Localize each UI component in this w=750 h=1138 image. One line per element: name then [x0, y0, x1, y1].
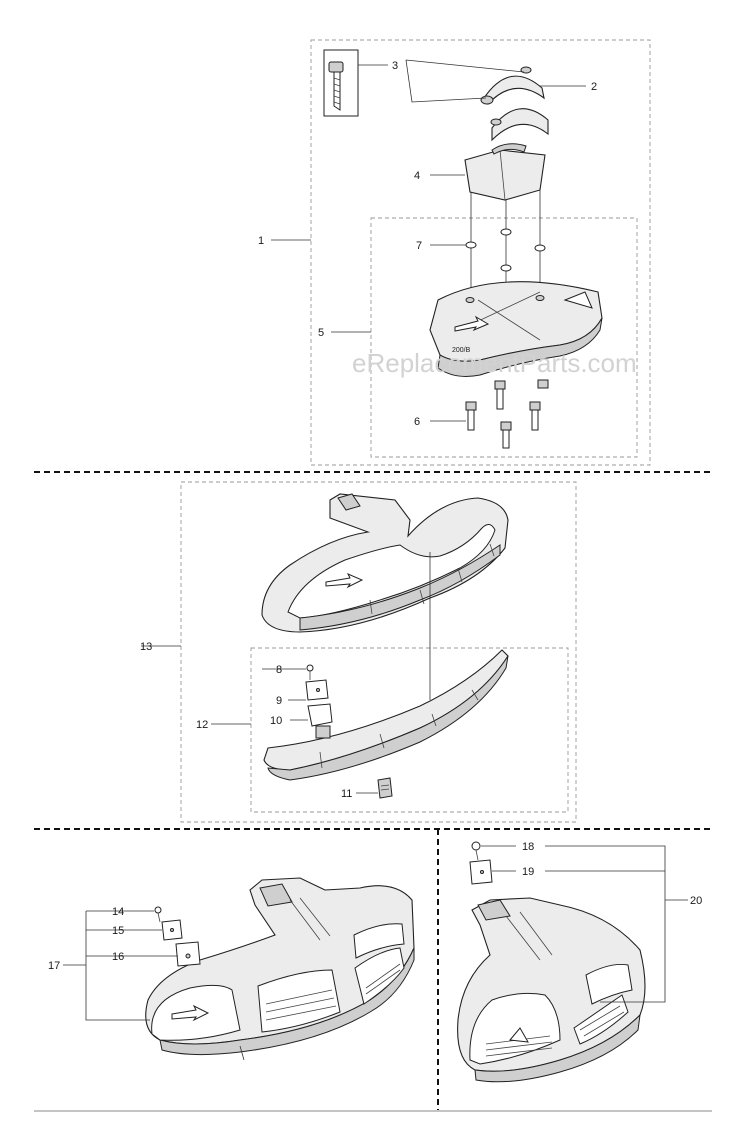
group-box-1 [310, 39, 651, 466]
callout-2: 2 [591, 81, 597, 93]
section-guard-mount: 200/B 3 2 4 1 7 5 6 [258, 39, 651, 466]
group-box-5 [370, 217, 638, 458]
callout-10: 10 [270, 715, 282, 727]
section-guard-kit-left: 14 15 16 17 [48, 877, 415, 1061]
screw-part [154, 906, 162, 923]
callout-15: 15 [112, 925, 124, 937]
callout-20: 20 [690, 895, 702, 907]
callout-17: 17 [48, 960, 60, 972]
clip-part [377, 777, 393, 799]
callout-7: 7 [416, 240, 422, 252]
plate-part [161, 919, 183, 941]
screw-part [471, 841, 481, 861]
callout-18: 18 [522, 841, 534, 853]
guard-part [457, 897, 646, 1083]
callout-4: 4 [414, 170, 420, 182]
callout-8: 8 [276, 664, 282, 676]
section-guard-kit-right: 18 19 20 [457, 841, 702, 1083]
guard-part: 200/B [429, 281, 603, 377]
callout-9: 9 [276, 695, 282, 707]
bolt-part [323, 49, 359, 117]
guard-part [145, 877, 415, 1056]
callout-5: 5 [318, 327, 324, 339]
guard-imprint: 200/B [452, 347, 471, 354]
cutter-part [307, 703, 333, 739]
callout-3: 3 [392, 60, 398, 72]
clamp-part [480, 66, 549, 142]
callout-16: 16 [112, 951, 124, 963]
callout-6: 6 [414, 416, 420, 428]
callout-11: 11 [341, 788, 352, 800]
washer-part [465, 228, 546, 272]
bracket-part [464, 143, 546, 201]
callout-14: 14 [112, 906, 124, 918]
blade-holder-part [263, 649, 509, 781]
screw-part [465, 379, 549, 449]
guard-part [261, 493, 509, 633]
cutter-part [175, 941, 201, 967]
plate-part [469, 859, 493, 885]
watermark-text: eReplacementParts.com [352, 348, 637, 378]
group-box-13 [180, 481, 577, 823]
group-box-12 [250, 647, 569, 813]
callout-13: 13 [140, 641, 152, 653]
plate-part [305, 679, 329, 701]
screw-part [306, 664, 314, 680]
section-guard-blade: 13 8 9 10 12 11 [140, 481, 577, 823]
callout-12: 12 [196, 719, 208, 731]
callout-1: 1 [258, 235, 264, 247]
callout-19: 19 [522, 866, 534, 878]
